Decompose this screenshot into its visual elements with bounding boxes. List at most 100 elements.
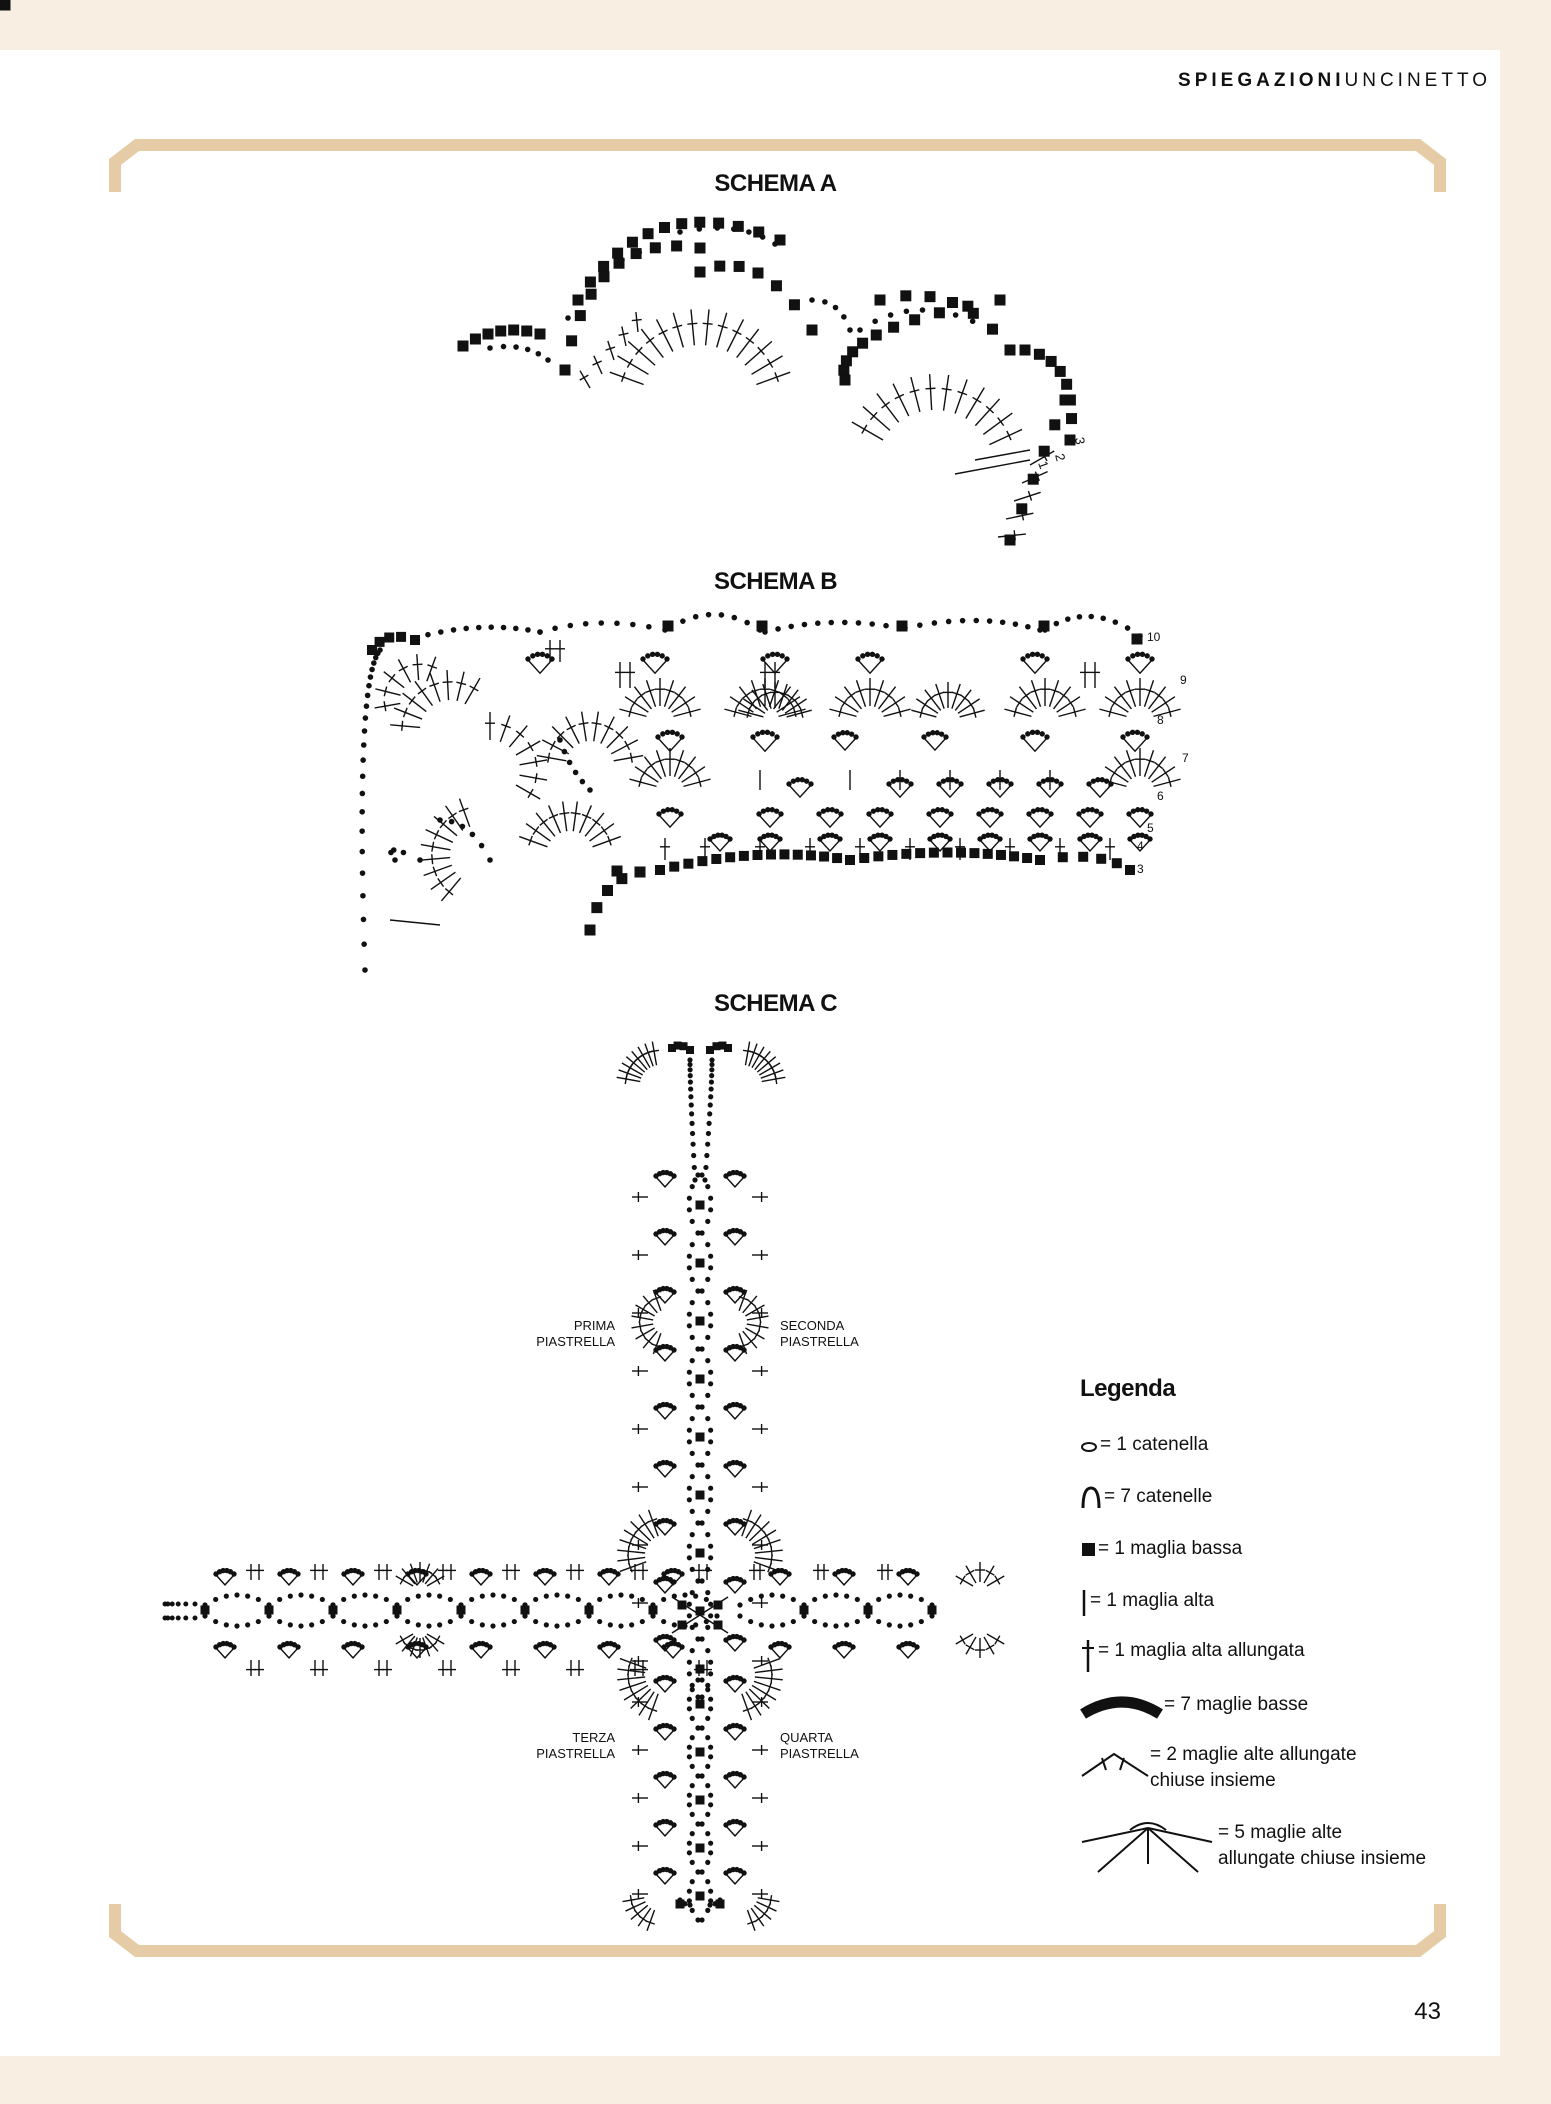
chain-stitch-mark [692,1177,698,1183]
two-treble-together-mark [279,1647,299,1659]
single-crochet-mark [695,1490,705,1500]
chain-stitch-mark [587,787,593,793]
chain-stitch-mark [183,1601,189,1607]
chain-stitch-mark [437,1622,443,1628]
chain-stitch-mark [607,1593,613,1599]
treble-crochet-mark [738,709,764,718]
chain-stitch-mark [552,625,558,632]
chain-stitch-mark [1048,811,1054,817]
treble-crochet-mark [458,798,471,828]
treble-crochet-mark [746,1323,769,1329]
treble-crochet-mark [951,683,961,709]
treble-crochet-mark [464,677,481,705]
single-crochet-mark [662,620,674,632]
chain-stitch-mark [917,622,923,628]
single-crochet-mark [367,645,377,655]
chain-stitch-mark [816,811,822,817]
two-treble-together-mark [725,1524,745,1536]
two-treble-together-mark [663,1574,683,1586]
single-crochet-mark [1038,620,1050,632]
treble-crochet-mark [630,1904,649,1920]
chain-stitch-mark [677,229,683,235]
chain-stitch-mark [758,1622,764,1628]
chain-stitch-mark [371,660,377,666]
legend-item-chain: = 1 catenella [1080,1432,1208,1458]
treble-crochet-mark [1030,688,1041,694]
chain-stitch-mark [1139,731,1145,737]
chain-stitch-mark [614,620,620,627]
treble-crochet-mark [892,698,899,708]
chain-stitch-mark [708,1381,714,1387]
chain-stitch-mark [475,624,482,631]
treble-crochet-mark [747,1920,757,1925]
chain-stitch-mark [822,1622,828,1628]
single-crochet-mark [788,299,800,311]
chain-stitch-mark [764,729,771,735]
treble-crochet-mark [741,1693,753,1721]
two-treble-together-mark [725,1350,745,1362]
legend-item-double-crochet: = 1 maglia alta [1080,1588,1214,1618]
chain-stitch-mark [639,1596,645,1603]
two-treble-together-mark [819,839,841,853]
treble-crochet-mark [1116,761,1126,770]
chain-stitch-mark [645,653,651,659]
treble-crochet-mark [1147,756,1167,780]
chain-stitch-mark [705,1474,711,1480]
chain-stitch-mark [543,1622,549,1628]
treble-crochet-mark [687,322,698,325]
single-crochet-mark [819,851,830,862]
treble-crochet-mark [750,1907,765,1927]
chain-stitch-mark [926,811,932,817]
chain-stitch-mark [959,617,966,624]
treble-crochet-mark [617,355,649,375]
schema-b-row-6: 6 [1157,789,1164,803]
chain-stitch-mark [708,1079,715,1085]
chain-stitch-mark [741,1231,747,1237]
chain-stitch-mark [175,1615,181,1621]
treble-crochet-mark [957,698,980,714]
chain-stitch-mark [557,737,563,743]
chain-stitch-mark [671,1289,677,1295]
treble-crochet-mark [412,663,423,666]
chain-stitch-mark [1053,778,1060,784]
chain-stitch-mark [360,757,366,763]
chain-stitch-mark [447,1618,453,1625]
treble-crochet-mark [402,707,408,718]
schema-c-title: SCHEMA C [713,990,838,1017]
treble-crochet-mark [829,708,857,718]
single-crochet-mark [392,1605,402,1615]
chain-stitch-mark [629,1593,635,1599]
treble-crochet-mark [738,1295,749,1301]
chain-stitch-mark [369,666,375,673]
treble-crochet-mark [745,1327,765,1340]
chain-stitch-mark [1039,731,1045,737]
treble-crochet-mark [1021,470,1048,484]
single-crochet-mark [1033,348,1045,360]
treble-crochet-mark [589,823,615,842]
chain-stitch-mark [705,1358,711,1364]
chain-stitch-mark [689,1687,695,1693]
chain-stitch-mark [705,1907,711,1914]
chain-stitch-mark [850,1644,856,1650]
chain-stitch-mark [650,1613,656,1619]
chain-stitch-mark [699,1230,705,1236]
treble-crochet-mark [431,854,434,865]
chain-stitch-mark [842,619,848,626]
chain-stitch-mark [691,1152,697,1159]
single-crochet-mark [686,1046,694,1054]
page [0,50,1500,2056]
chain-stitch-mark [687,1902,693,1908]
treble-crochet-mark [519,759,548,766]
treble-crochet-mark [897,707,902,718]
treble-crochet-mark [1147,686,1167,710]
treble-crochet-mark [774,372,780,383]
treble-crochet-mark [742,1295,758,1314]
treble-crochet-mark [1113,756,1133,780]
two-treble-together-mark [215,1647,235,1659]
chain-stitch-mark [361,941,367,947]
chain-stitch-mark [837,836,843,842]
chain-stitch-mark [630,621,636,628]
two-treble-together-mark [725,1825,745,1837]
